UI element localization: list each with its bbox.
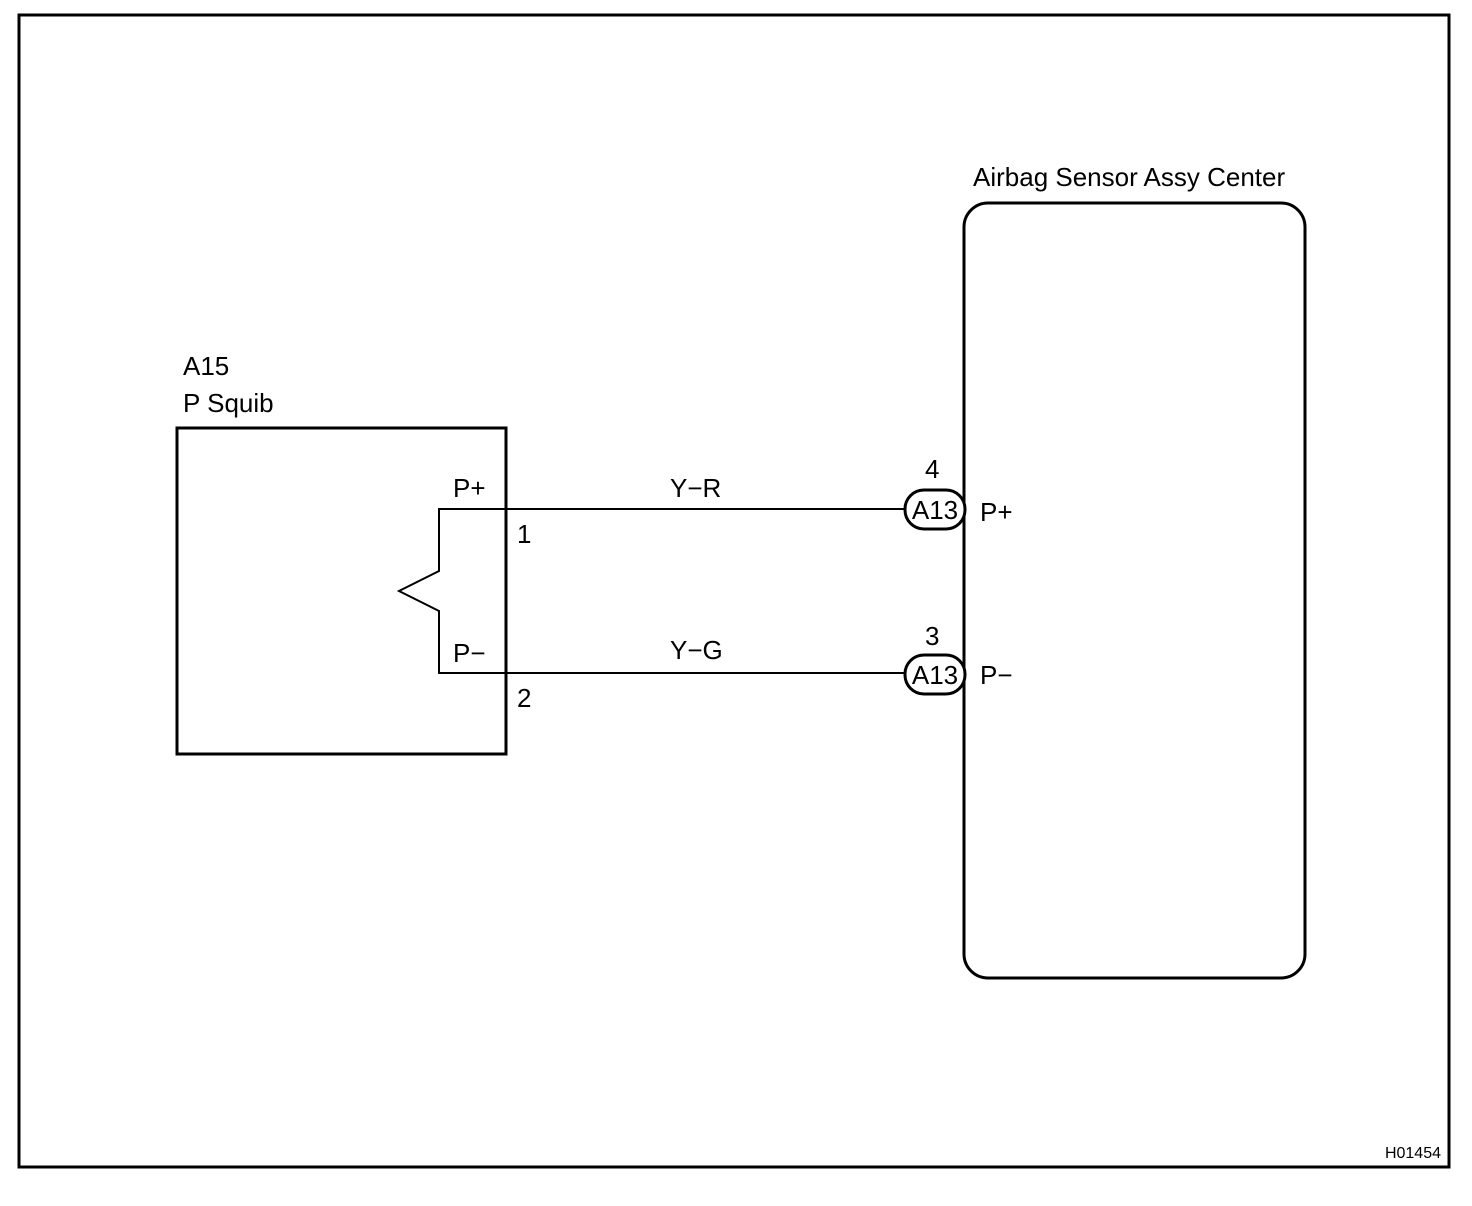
squib-element-symbol bbox=[396, 508, 506, 674]
sensor-assy-box bbox=[962, 201, 1307, 980]
squib-pin-p-minus-label: P− bbox=[453, 638, 486, 668]
connector-a13-pin-3 bbox=[903, 653, 967, 696]
connector-a13-pin-3-label: A13 bbox=[912, 660, 958, 690]
connector-pin-3-number: 3 bbox=[925, 621, 939, 651]
wire-y-r-color-label: Y−R bbox=[670, 473, 721, 503]
connector-a13-pin-4 bbox=[903, 488, 967, 531]
diagram-frame bbox=[17, 13, 1451, 1169]
squib-pin-p-plus-label: P+ bbox=[453, 473, 486, 503]
sensor-pin-p-plus-label: P+ bbox=[980, 497, 1013, 527]
squib-box bbox=[175, 426, 508, 756]
sensor-assy-name: Airbag Sensor Assy Center bbox=[973, 162, 1285, 192]
wire-y-g-color-label: Y−G bbox=[670, 635, 723, 665]
figure-id: H01454 bbox=[1385, 1145, 1441, 1162]
squib-name: P Squib bbox=[183, 388, 274, 418]
connector-a13-pin-4-label: A13 bbox=[912, 495, 958, 525]
squib-pin-1-number: 1 bbox=[517, 519, 531, 549]
squib-connector-code: A15 bbox=[183, 351, 229, 381]
sensor-pin-p-minus-label: P− bbox=[980, 660, 1013, 690]
connector-pin-4-number: 4 bbox=[925, 454, 939, 484]
squib-pin-2-number: 2 bbox=[517, 683, 531, 713]
